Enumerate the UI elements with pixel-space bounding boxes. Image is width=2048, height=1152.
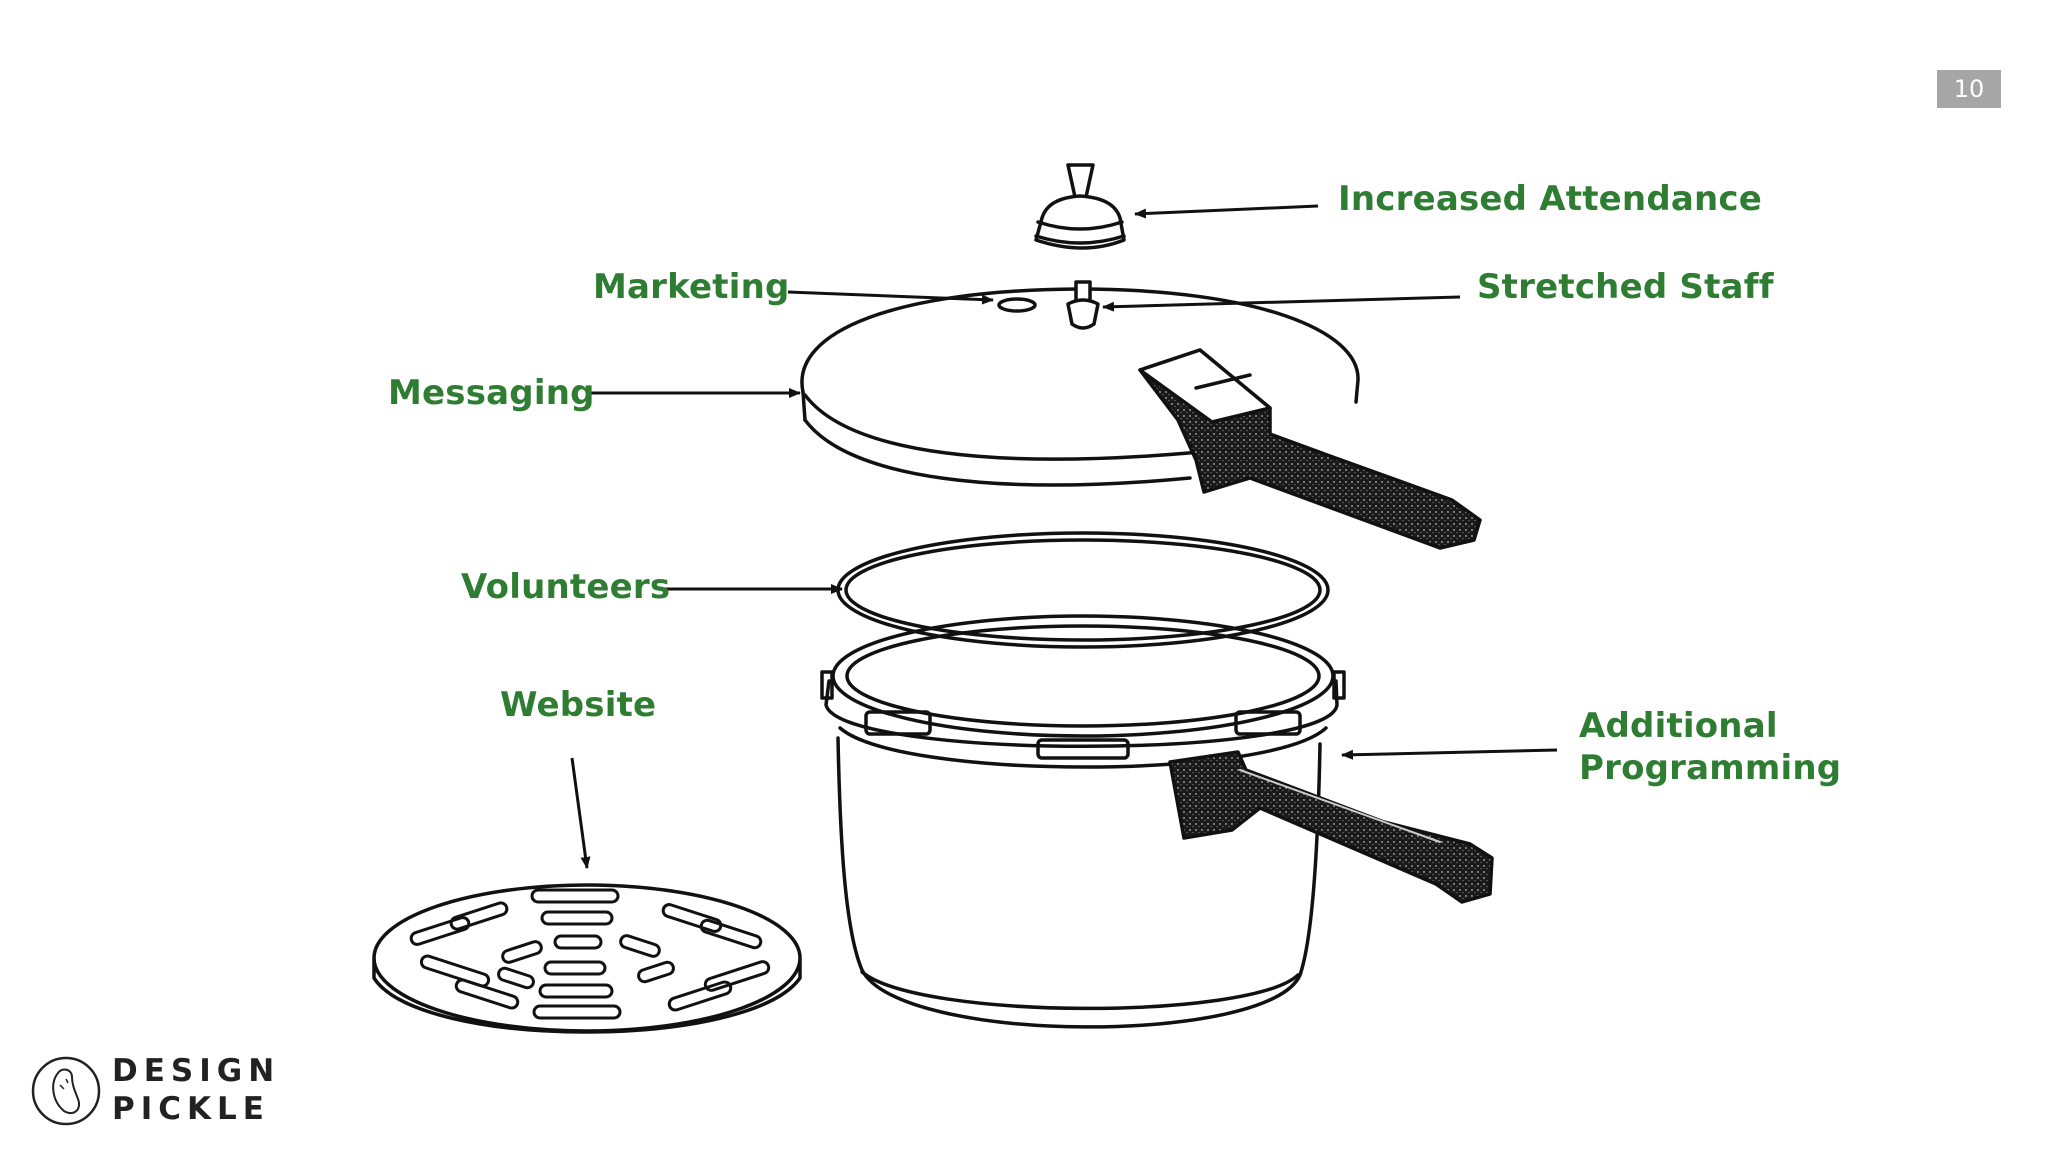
label-website: Website xyxy=(500,685,657,725)
lid-icon xyxy=(800,280,1360,487)
logo-line-pickle: PICKLE xyxy=(112,1091,270,1127)
gasket-ring-icon xyxy=(836,531,1330,649)
pot-icon xyxy=(820,614,1346,1029)
page-number-badge: 10 xyxy=(1937,70,2001,108)
pot-handle-icon xyxy=(1168,750,1494,904)
label-stretched-staff: Stretched Staff xyxy=(1477,267,1774,307)
arrow-website xyxy=(570,757,591,869)
logo-line-design: DESIGN xyxy=(112,1053,281,1089)
pressure-regulator-icon xyxy=(1034,163,1126,250)
label-additional-programming-line1: Additional xyxy=(1579,706,1778,746)
label-increased-attendance: Increased Attendance xyxy=(1338,179,1763,219)
pickle-logo-icon xyxy=(31,1056,101,1126)
label-messaging: Messaging xyxy=(388,373,595,413)
arrow-marketing xyxy=(787,290,994,305)
logo-wordmark: DESIGN PICKLE xyxy=(112,1052,280,1128)
label-additional-programming: Additional Programming xyxy=(1579,705,1841,789)
arrow-increased-attendance xyxy=(1134,204,1319,219)
arrow-stretched-staff xyxy=(1102,295,1461,312)
lid-handle-icon xyxy=(1138,348,1482,550)
steamer-rack-icon xyxy=(372,883,802,1034)
label-marketing: Marketing xyxy=(593,267,790,307)
label-additional-programming-line2: Programming xyxy=(1579,748,1842,788)
label-volunteers: Volunteers xyxy=(461,567,671,607)
arrow-additional-programming xyxy=(1341,748,1558,760)
